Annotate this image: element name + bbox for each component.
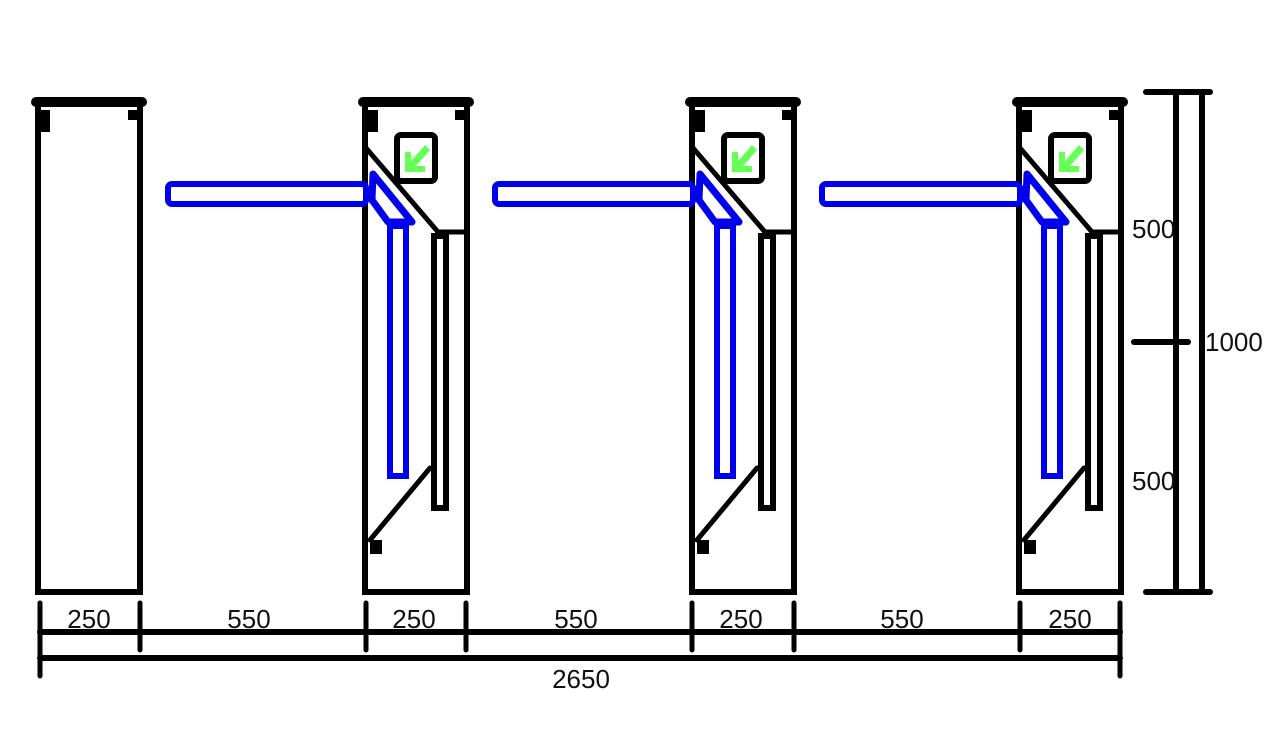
tripod-arm xyxy=(492,170,743,479)
width-dim-label: 250 xyxy=(1048,604,1091,634)
lower-height-label: 500 xyxy=(1132,466,1175,496)
tripod-arm xyxy=(165,170,416,479)
width-dim-label: 550 xyxy=(554,604,597,634)
green-arrow-down-left-icon xyxy=(1048,132,1092,184)
turnstile-3 xyxy=(819,97,1128,595)
width-dim-label: 250 xyxy=(719,604,762,634)
total-width-label: 2650 xyxy=(552,664,610,694)
turnstile-cabinet xyxy=(358,97,474,595)
turnstile-cabinet xyxy=(1012,97,1128,595)
width-dim-label: 550 xyxy=(880,604,923,634)
tripod-arm xyxy=(819,170,1070,479)
width-dim-label: 550 xyxy=(227,604,270,634)
upper-height-label: 500 xyxy=(1132,214,1175,244)
turnstile-2 xyxy=(492,97,801,595)
width-dim-label: 250 xyxy=(67,604,110,634)
turnstile-cabinet xyxy=(685,97,801,595)
green-arrow-down-left-icon xyxy=(721,132,765,184)
width-dimension-lines xyxy=(37,600,1123,679)
total-height-label: 1000 xyxy=(1205,327,1263,357)
end-cabinet xyxy=(31,97,147,595)
width-dim-label: 250 xyxy=(392,604,435,634)
turnstile-1 xyxy=(165,97,474,595)
green-arrow-down-left-icon xyxy=(394,132,438,184)
height-dimension-lines xyxy=(1131,89,1213,595)
